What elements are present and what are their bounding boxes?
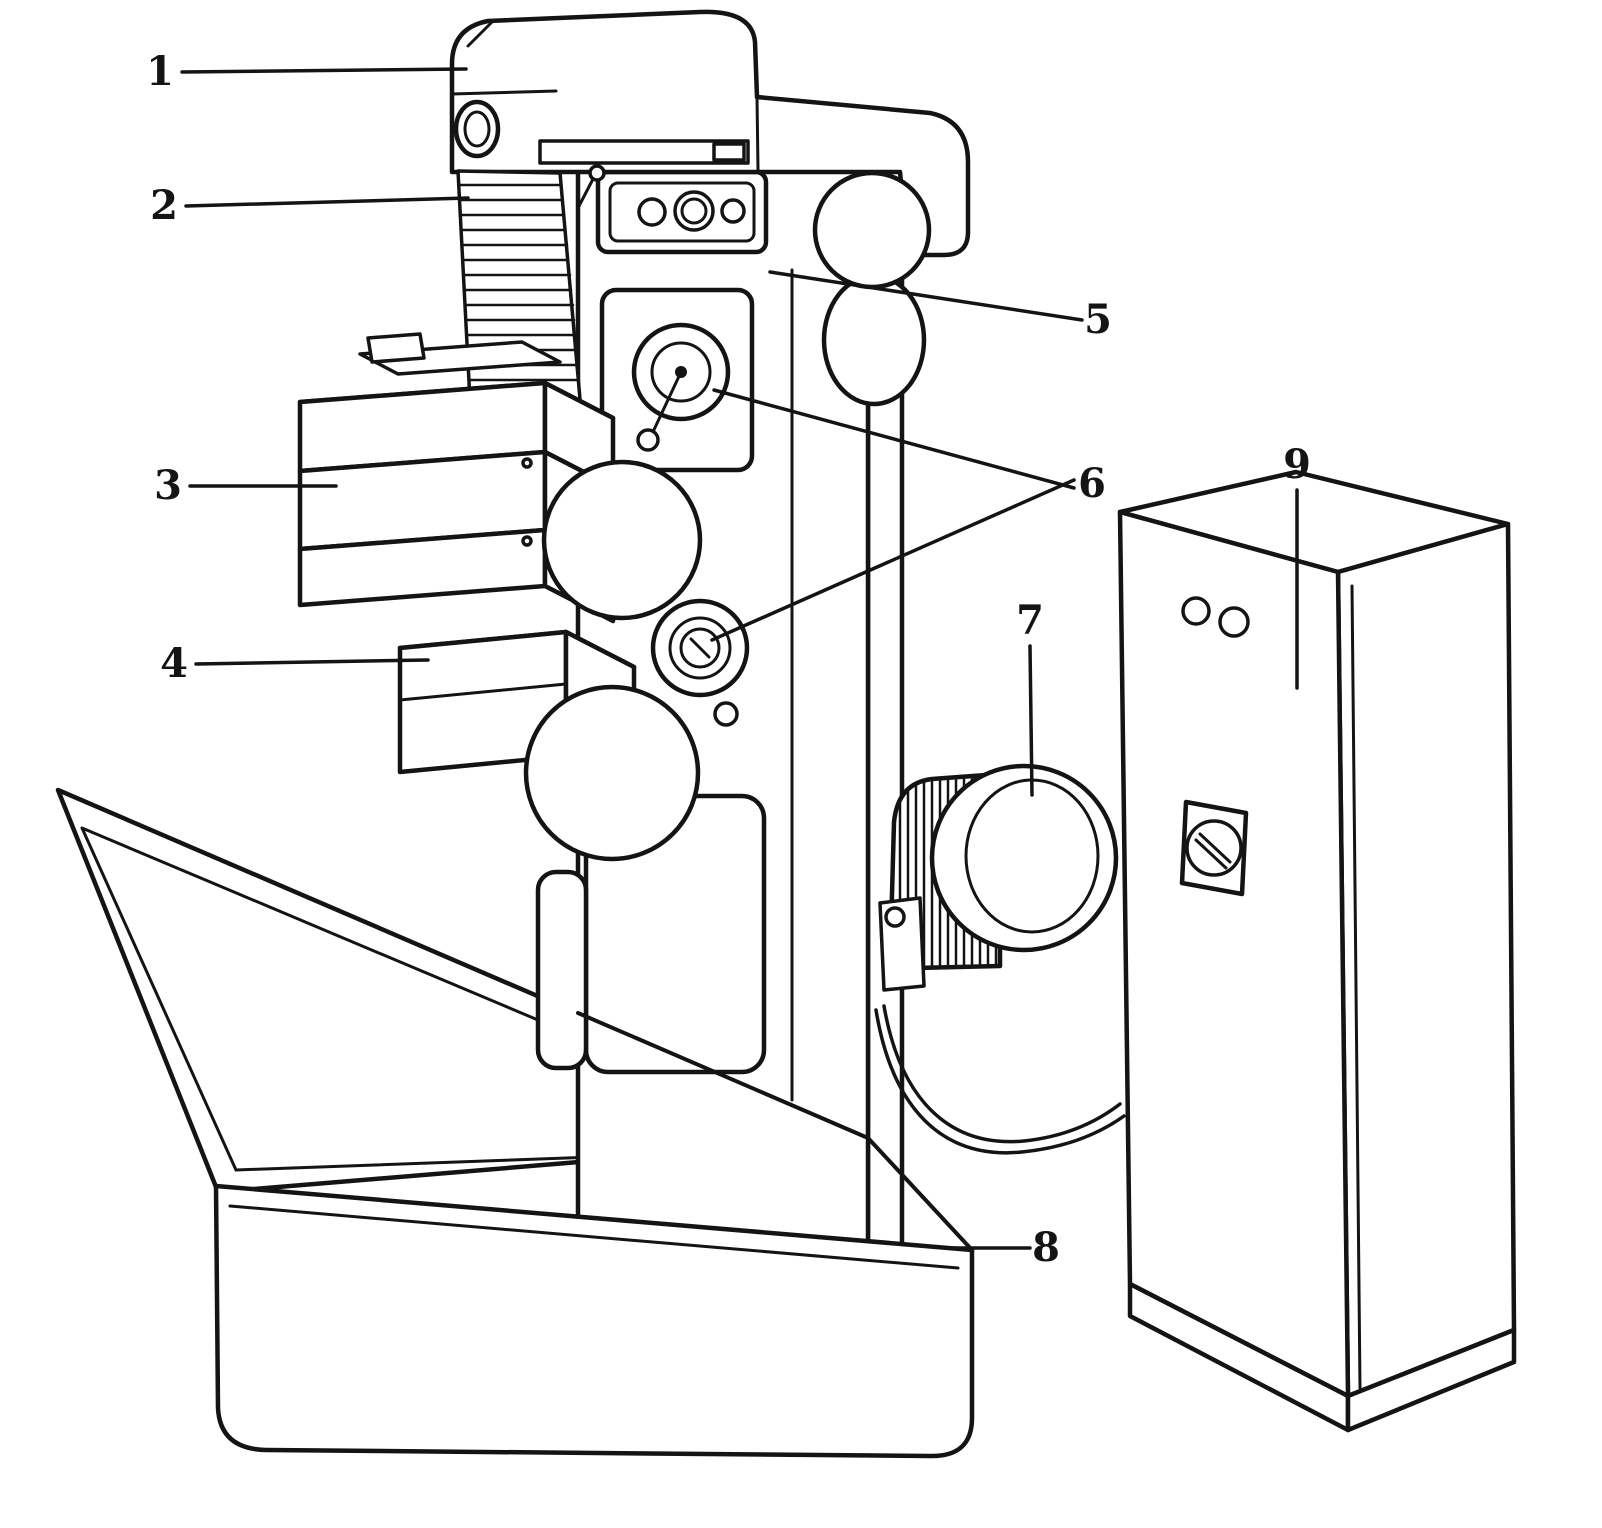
selector-pivot (675, 366, 687, 378)
callout-leader-6a (712, 388, 1076, 490)
guard-front-edge (576, 1011, 870, 1140)
callout-label-5: 5 (1084, 296, 1112, 343)
column-slot-cover (535, 869, 589, 1071)
spindle-knob (453, 99, 501, 159)
head-slide-bar (538, 139, 750, 165)
small-button (713, 701, 739, 727)
push-button-ring (680, 197, 708, 225)
head-detail-lines (450, 20, 760, 172)
head-outline (449, 9, 971, 258)
motor-end-cap (929, 763, 1119, 953)
callout-label-8: 8 (1032, 1224, 1060, 1271)
callout-label-7: 7 (1016, 597, 1044, 644)
callouts: 1 2 3 4 5 6 7 8 9 (146, 48, 1311, 1271)
clamp-lever (577, 177, 595, 208)
cable-line (874, 1008, 1126, 1155)
selector-dial-inner (650, 341, 712, 403)
cabinet-front-face (1117, 509, 1351, 1399)
callout-leader-6b (710, 478, 1076, 642)
selector-switch-panel (599, 287, 755, 473)
cable-line (882, 1004, 1122, 1144)
knob-indicator (689, 637, 711, 659)
gib-screw (521, 535, 533, 547)
ball-handle-top (812, 170, 932, 290)
head-slide-tab (712, 142, 746, 162)
door-lock-slot (1194, 832, 1232, 870)
motor-foot-bolt (884, 906, 906, 928)
callout-leader-5 (768, 270, 1084, 322)
button-panel (595, 169, 769, 255)
callout-leader-4 (194, 658, 430, 666)
cabinet-right-face (1335, 521, 1517, 1399)
callout-leader-1 (180, 67, 468, 74)
callout-leader-2 (184, 196, 470, 208)
indicator-light (1181, 596, 1211, 626)
table-clamp-block (366, 332, 426, 364)
cabinet-plinth-right (1345, 1327, 1517, 1433)
pan-rim-inner-line (228, 1204, 960, 1270)
ball-handle-lower (523, 684, 701, 862)
ball-handle-middle (541, 459, 703, 621)
callout-label-9: 9 (1283, 441, 1311, 488)
callout-label-2: 2 (150, 182, 178, 229)
power-cable (874, 1004, 1126, 1155)
clamp-lever-pivot (588, 164, 606, 182)
selector-lever (650, 370, 683, 436)
push-button (720, 198, 746, 224)
control-cabinet (1117, 469, 1517, 1433)
callout-label-1: 1 (146, 48, 174, 95)
table-rail (358, 340, 562, 376)
knob-ring (668, 616, 732, 680)
callout-label-4: 4 (160, 640, 188, 687)
chip-tray-pan (213, 1136, 975, 1459)
push-button (637, 197, 667, 227)
spindle-knob-inner (463, 110, 491, 148)
callout-leader-7 (1028, 644, 1034, 797)
cabinet-door-edge (1350, 584, 1362, 1390)
callout-label-3: 3 (154, 462, 182, 509)
handwheel-assembly (821, 273, 927, 407)
knob-center (679, 627, 721, 669)
handwheel-rim (821, 273, 927, 407)
machine-head (449, 9, 971, 258)
selector-lever-knob (636, 428, 660, 452)
indicator-light (1218, 606, 1250, 638)
knee-detail-line (398, 682, 568, 702)
callout-label-6: 6 (1078, 460, 1106, 507)
pan-right-rim (866, 1136, 974, 1252)
rotary-knob (650, 598, 750, 727)
gib-screw (521, 457, 533, 469)
button-panel-inner (608, 181, 756, 243)
motor (878, 763, 1119, 992)
